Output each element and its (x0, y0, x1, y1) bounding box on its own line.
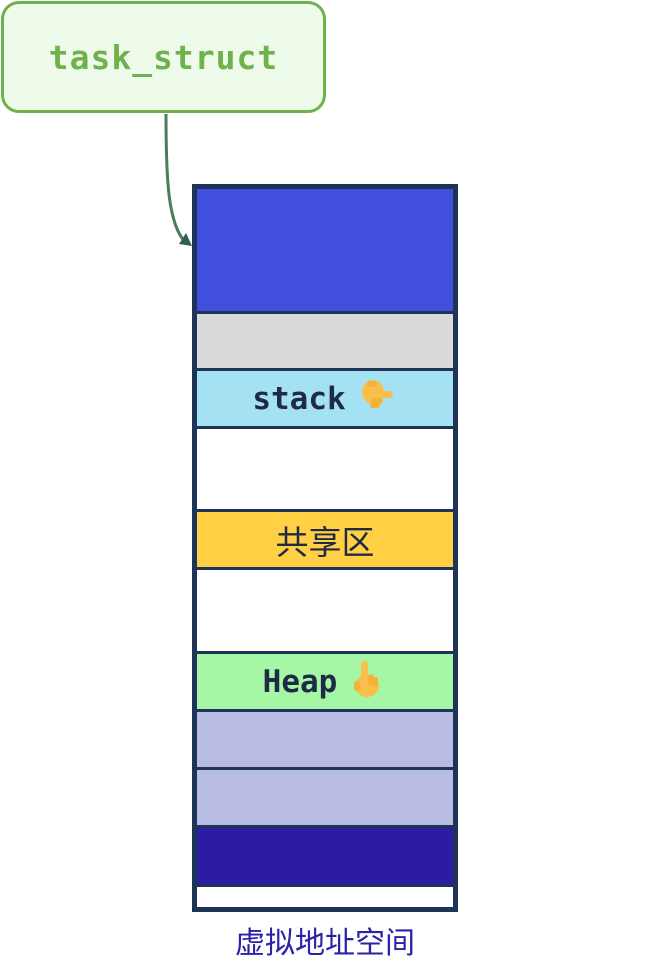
virtual-address-space: stack 共享区 Heap (192, 184, 458, 912)
shared-region-label: 共享区 (275, 522, 375, 562)
segment-stack: stack (197, 371, 453, 426)
segment-data (197, 770, 453, 825)
heap-label: Heap (262, 663, 338, 700)
hand-pointing-down-icon (356, 377, 398, 421)
stack-label: stack (252, 380, 346, 417)
segment-gap-lower (197, 570, 453, 651)
connector-line (164, 113, 188, 245)
task-struct-label: task_struct (48, 37, 279, 77)
task-struct-node: task_struct (1, 1, 326, 113)
segment-bottom (197, 887, 453, 907)
arrowhead-icon (179, 233, 192, 246)
segment-reserved (197, 314, 453, 368)
segment-shared: 共享区 (197, 512, 453, 567)
segment-kernel (197, 189, 453, 311)
segment-gap-upper (197, 429, 453, 509)
hand-pointing-up-icon (347, 659, 387, 705)
segment-bss (197, 712, 453, 767)
segment-text (197, 828, 453, 884)
segment-heap: Heap (197, 654, 453, 709)
virtual-address-space-caption: 虚拟地址空间 (235, 926, 415, 961)
